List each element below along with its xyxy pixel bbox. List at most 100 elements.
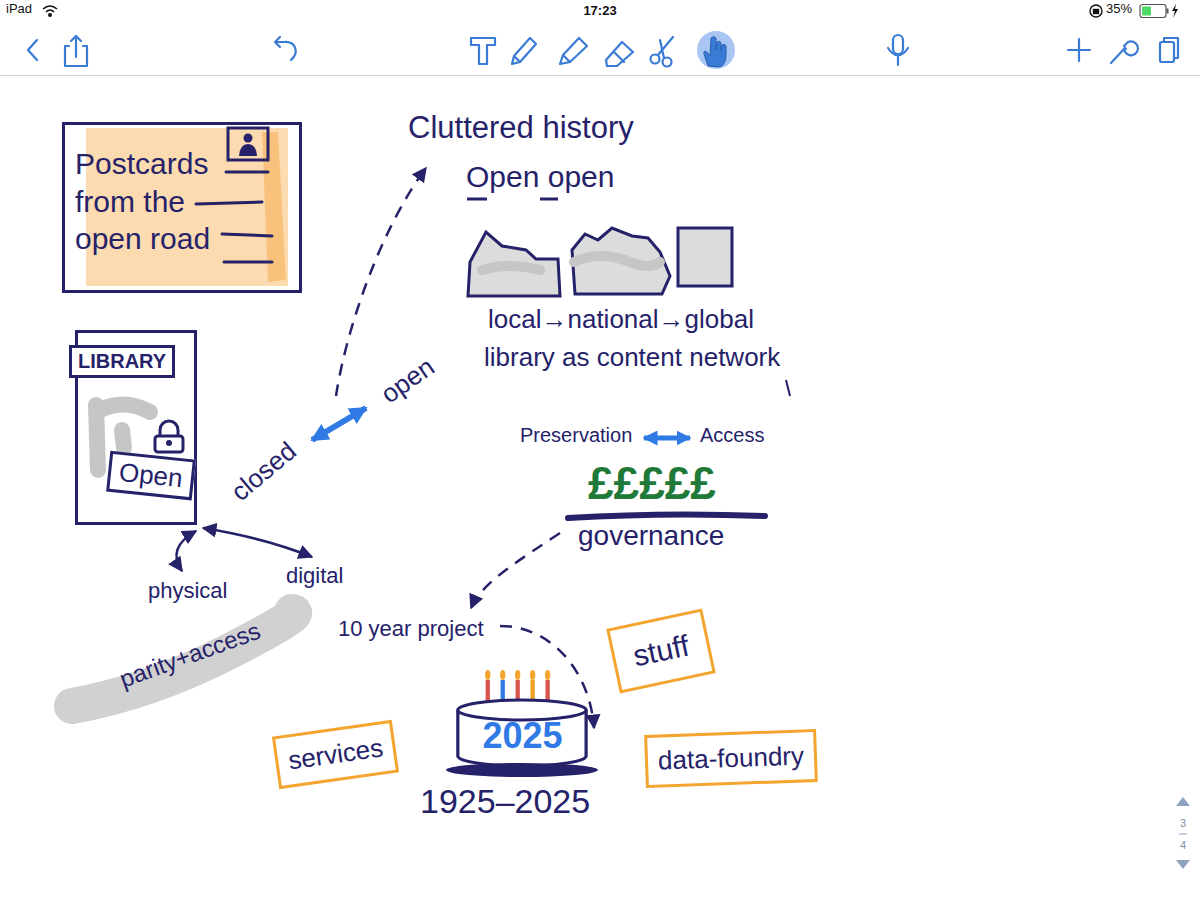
library-digital-arrow <box>203 528 312 557</box>
cloud-shape <box>572 228 670 294</box>
money-symbols: £££££ <box>588 458 716 509</box>
toolbar-divider <box>0 75 1200 76</box>
highlighter-tool-icon <box>560 38 587 64</box>
lock-body <box>1094 10 1099 14</box>
date-range: 1925–2025 <box>420 782 590 821</box>
tension-end: Preservation <box>520 424 632 447</box>
postcard-line <box>226 171 268 174</box>
undo-icon <box>275 37 296 60</box>
postcard-highlight-stroke <box>262 132 286 282</box>
library-sign: LIBRARY <box>69 345 175 378</box>
status-battery: 35% <box>1106 2 1132 17</box>
status-device: iPad <box>6 2 32 17</box>
mic-stand <box>888 48 908 65</box>
scissors-blades <box>658 37 673 58</box>
heading-note: Cluttered history <box>408 110 634 146</box>
preservation-access-arrow <box>644 436 690 441</box>
page-divider <box>1179 834 1187 835</box>
dashed-arrow <box>471 533 560 608</box>
project-note: 10 year project <box>338 616 484 641</box>
governance-note: governance <box>578 520 724 552</box>
birthday-cake: 2025 <box>445 668 600 780</box>
candle-flame <box>500 670 505 680</box>
active-tool-highlight <box>697 31 735 69</box>
back-chevron <box>28 40 37 60</box>
pages-icon-back <box>1164 38 1178 58</box>
stamp-figure-head <box>244 134 253 143</box>
candle-flame <box>530 670 535 680</box>
charging-bolt <box>1172 4 1178 18</box>
wrench-icon <box>1111 41 1138 63</box>
postcard-line <box>196 202 262 204</box>
stuff-box: stuff <box>606 609 716 694</box>
tension-end: Access <box>700 424 764 447</box>
stuff-text: stuff <box>630 628 692 675</box>
status-time: 17:23 <box>583 4 616 19</box>
wifi-dot <box>49 14 51 16</box>
rotation-ring <box>1090 5 1102 17</box>
scale-note: local→national→global <box>488 305 754 335</box>
add-icon <box>1068 39 1090 61</box>
branch-label: physical <box>148 578 227 603</box>
parity-smear <box>72 612 294 706</box>
battery-icon <box>1140 4 1178 18</box>
postcard-stamp <box>228 128 268 160</box>
wifi-icon <box>43 6 57 16</box>
rotation-lock-icon <box>1090 5 1102 17</box>
scale-note: library as content network <box>484 343 780 373</box>
cake-plate <box>446 763 598 777</box>
candle-flame <box>485 670 490 680</box>
padlock-keyhole <box>166 440 172 446</box>
services-text: services <box>286 733 385 777</box>
branch-label: digital <box>286 563 343 588</box>
cloud-shading <box>574 256 660 266</box>
shading-stroke <box>100 404 150 412</box>
share-arrow <box>71 36 81 57</box>
pen-tool-icon <box>512 38 536 64</box>
wifi-arc <box>46 10 54 12</box>
parity-note: parity+access <box>116 617 264 693</box>
mic-head <box>893 35 903 54</box>
axis-end: closed <box>226 436 303 507</box>
padlock-body <box>155 436 183 452</box>
postcard-title: Postcards from the open road <box>65 125 230 258</box>
stray-mark <box>786 380 790 396</box>
postcard-line <box>224 261 272 264</box>
heading-note: Open open <box>466 160 614 195</box>
cake-year: 2025 <box>445 716 600 756</box>
open-sign-text: Open <box>118 457 185 495</box>
toolbar-icons <box>28 35 1178 67</box>
hand-tool-icon <box>704 37 726 68</box>
underline-stroke <box>467 198 558 201</box>
battery-level <box>1142 7 1151 16</box>
funding-underline <box>568 514 765 518</box>
library-building: LIBRARYOpen <box>75 330 197 525</box>
services-box: services <box>272 720 400 790</box>
page-number: 4 <box>1180 839 1186 852</box>
page-down-arrow <box>1176 860 1190 869</box>
open-sign: Open <box>106 451 195 501</box>
postcard-line <box>222 234 272 236</box>
data-foundry-text: data-foundry <box>658 740 805 776</box>
pages-icon <box>1160 42 1174 62</box>
candle-flame <box>545 670 550 680</box>
axis-end: open <box>376 352 441 410</box>
stamp-figure-body <box>239 144 257 156</box>
page-number: 3 <box>1180 817 1186 830</box>
battery-shell <box>1140 5 1166 18</box>
postcard-box: Postcards from the open road <box>62 122 302 293</box>
shading-stroke <box>122 430 124 448</box>
candle-flame <box>515 670 520 680</box>
globe-shape <box>678 228 732 286</box>
eraser-tool-icon <box>606 42 633 66</box>
building-shading <box>482 266 540 270</box>
wifi-arc <box>43 6 57 9</box>
battery-nub <box>1167 9 1169 14</box>
closed-open-arrow <box>312 408 366 440</box>
data-foundry-box: data-foundry <box>644 729 818 788</box>
page-up-arrow <box>1176 797 1190 806</box>
library-physical-arrow <box>176 531 196 571</box>
building-shape <box>468 232 560 296</box>
